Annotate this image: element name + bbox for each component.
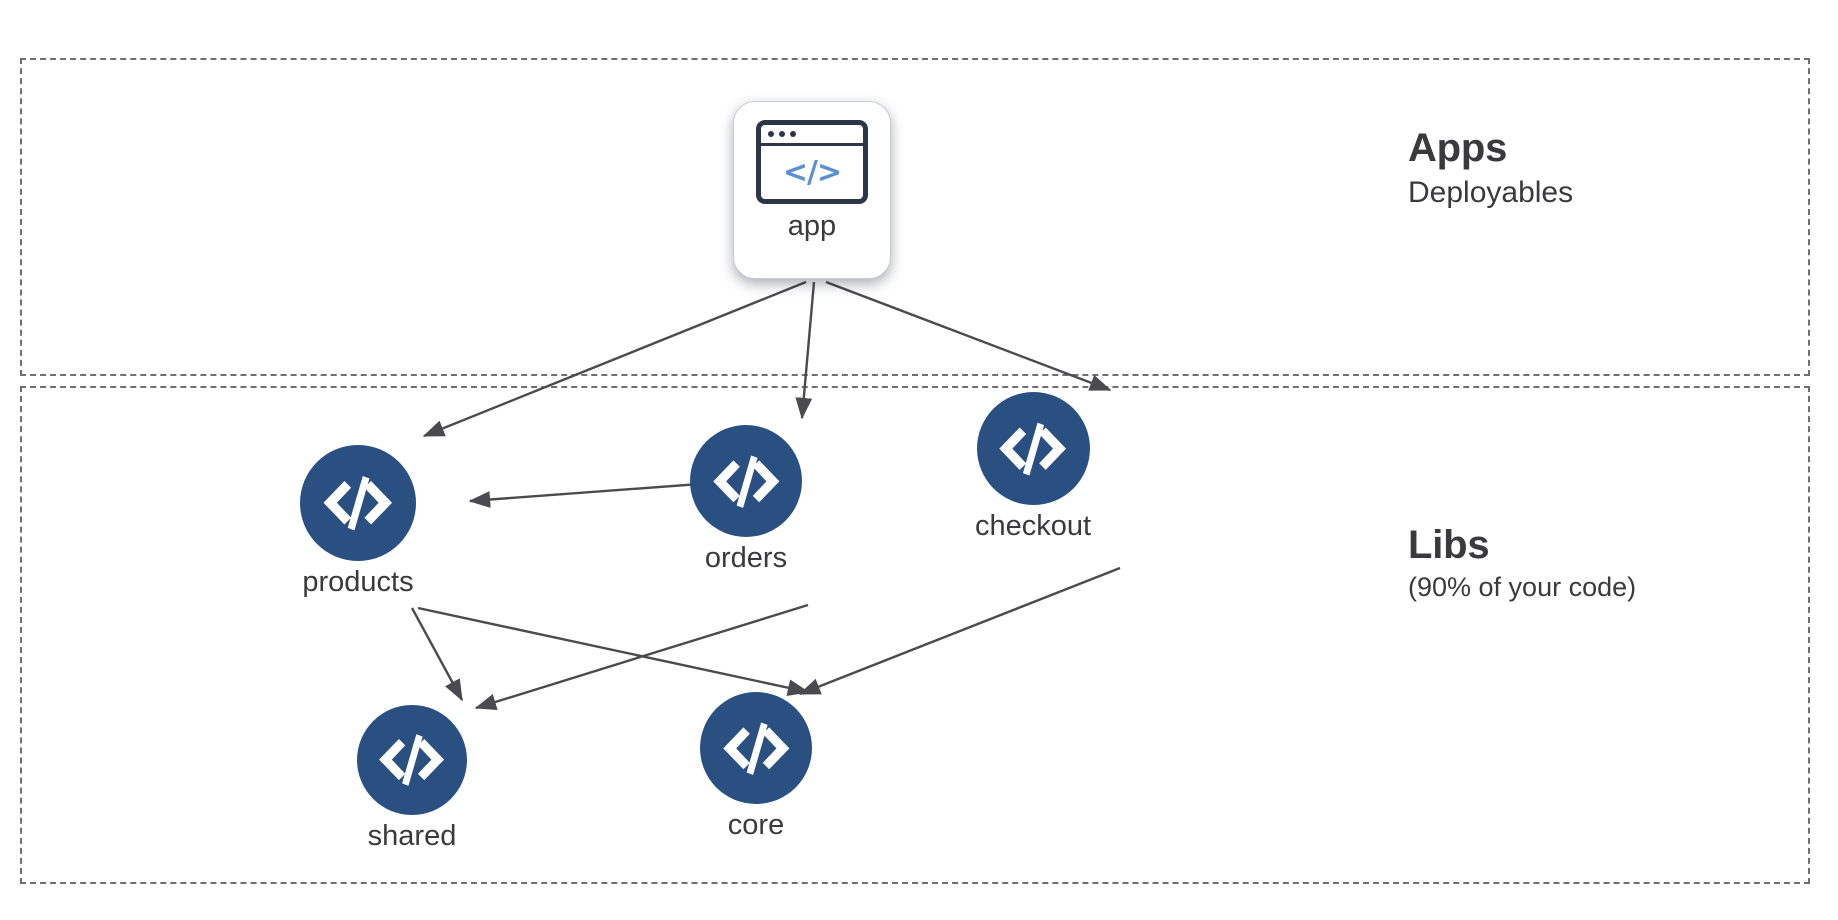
browser-dot bbox=[768, 131, 774, 137]
lib-node-label: checkout bbox=[975, 510, 1092, 542]
zone-libs-boundary bbox=[20, 386, 1810, 884]
zone-title-apps: Apps bbox=[1408, 126, 1508, 170]
lib-node-shared[interactable]: shared bbox=[357, 705, 467, 851]
app-node-label: app bbox=[787, 210, 837, 242]
lib-node-label: shared bbox=[367, 820, 457, 852]
code-brackets-glyph: </> bbox=[782, 154, 842, 190]
code-brackets-icon bbox=[300, 445, 416, 561]
lib-node-core[interactable]: core bbox=[700, 692, 812, 840]
code-brackets-icon bbox=[976, 392, 1090, 505]
lib-node-orders[interactable]: orders bbox=[690, 425, 802, 573]
lib-node-checkout[interactable]: checkout bbox=[975, 392, 1091, 541]
zone-legend-libs: Libs (90% of your code) bbox=[1408, 523, 1636, 605]
app-node-card[interactable]: </> app bbox=[733, 101, 891, 279]
code-brackets-icon bbox=[700, 692, 812, 804]
lib-node-label: products bbox=[302, 566, 414, 598]
browser-dot bbox=[790, 131, 796, 137]
lib-node-label: core bbox=[727, 809, 785, 841]
zone-subtitle-libs: (90% of your code) bbox=[1408, 572, 1637, 602]
zone-apps-boundary bbox=[20, 58, 1810, 376]
lib-node-products[interactable]: products bbox=[300, 445, 416, 597]
zone-legend-apps: Apps Deployables bbox=[1408, 126, 1573, 212]
zone-title-libs: Libs bbox=[1408, 523, 1490, 567]
browser-dot bbox=[779, 131, 785, 137]
zone-subtitle-apps: Deployables bbox=[1408, 176, 1574, 209]
browser-window-code-icon: </> bbox=[756, 120, 868, 204]
lib-node-label: orders bbox=[704, 542, 788, 574]
browser-titlebar bbox=[761, 125, 863, 146]
code-brackets-icon bbox=[357, 705, 467, 815]
code-brackets-icon bbox=[690, 425, 802, 537]
